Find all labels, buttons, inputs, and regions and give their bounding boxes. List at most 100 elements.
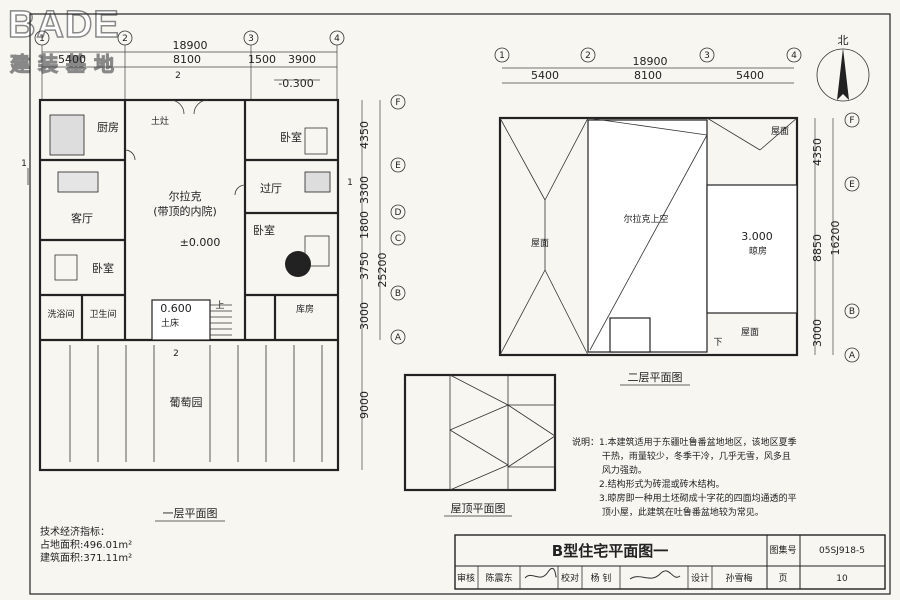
- gf-axis-C: C: [395, 234, 401, 244]
- review-name: 陈震东: [485, 572, 512, 584]
- sheet-border: [29, 13, 891, 595]
- page-label: 页: [778, 573, 787, 584]
- north-arrow-icon: 北: [816, 34, 870, 102]
- gf-outer-wall: [38, 98, 340, 472]
- design-notes: 说明：1.本建筑适用于东疆吐鲁番盆地地区，该地区夏季 干热，雨量较少，冬季干冷，…: [572, 436, 812, 520]
- gf-label-bedroom-right-top: 卧室: [280, 130, 302, 144]
- sf-dim-r2: 8850: [811, 234, 824, 262]
- sf-axis-4: 4: [791, 51, 797, 61]
- title-block: B型住宅平面图一 图集号 05SJ918-5 审核 陈震东 校对 杨 钊 设计 …: [454, 534, 886, 590]
- gf-label-bedroom-left: 卧室: [92, 261, 114, 275]
- note-line: 3.晾房即一种用土坯砌成十字花的四面均通透的平: [572, 494, 797, 504]
- gf-dim-r-total: 25200: [376, 253, 389, 288]
- check-signature: [629, 570, 681, 580]
- gf-axis-A: A: [395, 333, 402, 343]
- title-text: B型住宅平面图一: [552, 542, 668, 560]
- roof-caption: 屋顶平面图: [451, 502, 506, 515]
- gf-dim-total: 18900: [173, 39, 208, 52]
- gf-axis-2: 2: [122, 34, 128, 44]
- sf-label-roof-left: 屋面: [531, 238, 549, 249]
- page-number: 10: [836, 574, 848, 584]
- gf-bed-right-top: [304, 127, 328, 155]
- sf-caption: 二层平面图: [628, 371, 683, 384]
- bade-logo: BADE 建装基地: [7, 3, 168, 84]
- atlas-label: 图集号: [769, 544, 796, 556]
- sf-axis-top: 1 2 3 4: [494, 47, 802, 63]
- gf-bed-left: [54, 254, 78, 281]
- gf-caption: 一层平面图: [163, 507, 218, 520]
- sf-dim-r3: 3000: [811, 319, 824, 347]
- gf-label-level: ±0.000: [180, 236, 221, 249]
- gf-dim-r4: 3750: [358, 252, 371, 280]
- gf-dim-r1: 4350: [358, 121, 371, 149]
- sf-axis-A: A: [849, 351, 856, 361]
- second-floor-plan: 1 2 3 4 18900 5400 8100 5400 F E B A: [494, 34, 870, 386]
- sf-axis-1: 1: [499, 51, 505, 61]
- sf-dim-2: 8100: [634, 69, 662, 82]
- sf-axis-3: 3: [704, 51, 710, 61]
- gf-dim-r6: 9000: [358, 391, 371, 419]
- sf-axis-F: F: [849, 116, 854, 126]
- gf-label-kang-up: 上: [215, 300, 224, 311]
- review-label: 审核: [457, 572, 475, 584]
- north-label: 北: [838, 34, 849, 47]
- note-line: 说明：1.本建筑适用于东疆吐鲁番盆地地区，该地区夏季: [572, 438, 797, 448]
- gf-label-storage: 库房: [296, 303, 314, 315]
- check-label: 校对: [561, 572, 579, 584]
- check-name: 杨 钊: [591, 572, 612, 584]
- gf-dim-r5: 3000: [358, 302, 371, 330]
- gf-dim-4: 3900: [288, 53, 316, 66]
- review-signature: [524, 567, 557, 579]
- note-line: 顶小屋，此建筑在吐鲁番盆地较为常见。: [572, 508, 764, 518]
- gf-outer-level: -0.300: [278, 77, 313, 90]
- gf-dim-r3: 1800: [358, 211, 371, 239]
- gf-axis-top: 1 2 3 4: [34, 30, 345, 100]
- sf-label-down: 下: [713, 338, 722, 348]
- sf-stair-opening: [609, 317, 651, 353]
- roof-outer: [403, 373, 557, 492]
- sf-drying-room: [706, 184, 798, 314]
- gf-label-kang-level: 0.600: [160, 302, 192, 315]
- design-label: 设计: [691, 572, 709, 584]
- tech-building-area: 建筑面积:371.11m²: [40, 553, 133, 564]
- gf-label-hall: 过厅: [260, 182, 282, 195]
- gf-hall-fixture: [304, 171, 331, 193]
- ground-floor-plan: 1 2 3 4 18900 5400 8100 1500 3900 -0.300: [21, 30, 406, 522]
- gf-dim-3: 1500: [248, 53, 276, 66]
- gf-kang-platform: [151, 299, 211, 341]
- roof-plan: 屋顶平面图: [403, 373, 557, 517]
- sf-axis-right: F E B A: [814, 112, 860, 363]
- gf-axis-E: E: [395, 161, 401, 171]
- gf-dim-r2: 3300: [358, 176, 371, 204]
- tech-title: 技术经济指标：: [40, 527, 110, 538]
- gf-axis-3: 3: [248, 34, 254, 44]
- gf-label-vineyard: 葡萄园: [170, 396, 203, 409]
- gf-axis-F: F: [395, 98, 400, 108]
- gf-axis-B: B: [395, 289, 401, 299]
- sf-dim-r-total: 16200: [829, 221, 842, 256]
- design-name: 孙雪梅: [725, 572, 752, 584]
- sf-label-drying-level: 3.000: [741, 230, 773, 243]
- sf-label-roof-top-right: 屋面: [771, 126, 789, 137]
- sf-label-drying: 晾房: [749, 245, 767, 257]
- gf-dim-1: 5400: [58, 53, 86, 66]
- gf-label-bath: 洗浴间: [47, 308, 74, 320]
- gf-section-mark-left: 1: [21, 159, 27, 169]
- gf-stairs: [210, 304, 232, 336]
- gf-vineyard-pattern: [69, 345, 323, 462]
- sf-axis-E: E: [849, 180, 855, 190]
- logo-sub-text: 建装基地: [10, 52, 122, 77]
- gf-label-living: 客厅: [71, 211, 93, 225]
- tech-site-area: 占地面积:496.01m²: [40, 540, 133, 551]
- gf-living-sofa: [57, 171, 99, 193]
- gf-axis-4: 4: [334, 34, 340, 44]
- sf-dim-1: 5400: [531, 69, 559, 82]
- gf-label-kang: 土床: [161, 317, 179, 329]
- gf-label-courtyard-sub: (带顶的内院): [153, 204, 217, 218]
- note-line: 2.结构形式为砖混或砖木结构。: [572, 480, 725, 490]
- gf-dim-2: 8100: [173, 53, 201, 66]
- gf-label-kitchen: 厨房: [97, 121, 119, 134]
- sf-label-roof-bottom-right: 屋面: [741, 327, 759, 338]
- sf-axis-2: 2: [585, 51, 591, 61]
